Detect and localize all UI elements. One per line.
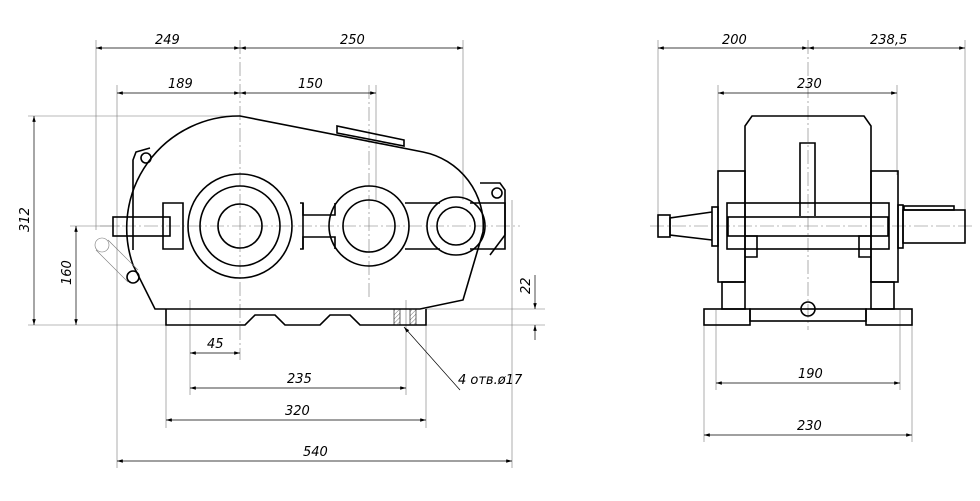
dim-250: 250 xyxy=(340,33,365,48)
gear-bearing-middle xyxy=(328,185,410,267)
dim-200: 200 xyxy=(722,33,747,48)
dim-238-5: 238,5 xyxy=(870,33,907,48)
dim-190: 190 xyxy=(798,367,823,382)
dim-540: 540 xyxy=(303,445,328,460)
dim-189: 189 xyxy=(168,77,193,92)
dim-150: 150 xyxy=(298,77,323,92)
side-view: 200 238,5 230 190 230 xyxy=(650,33,975,442)
side-housing xyxy=(657,115,966,326)
dim-230-bottom: 230 xyxy=(797,419,822,434)
housing xyxy=(94,115,506,326)
dim-45: 45 xyxy=(207,337,224,352)
dimension-lines xyxy=(32,46,537,463)
dim-312: 312 xyxy=(18,207,33,232)
side-extension-lines xyxy=(650,40,975,442)
dipstick-knob xyxy=(126,270,140,284)
drain-plug xyxy=(800,301,816,317)
shaft-nut xyxy=(657,214,671,238)
dim-230-top: 230 xyxy=(797,77,822,92)
hole-note: 4 отв.ø17 xyxy=(458,373,523,388)
dim-235: 235 xyxy=(287,372,312,387)
dim-22: 22 xyxy=(519,277,534,294)
side-dimension-lines xyxy=(658,46,965,437)
dim-249: 249 xyxy=(155,33,180,48)
dim-320: 320 xyxy=(285,404,310,419)
front-view: 249 250 189 150 312 160 22 45 235 320 54… xyxy=(18,33,545,468)
gear-bearing-small xyxy=(426,196,486,256)
extension-lines xyxy=(28,40,545,468)
output-shaft xyxy=(902,209,966,244)
gear-bearing-large xyxy=(187,173,293,279)
dim-160: 160 xyxy=(60,260,75,285)
